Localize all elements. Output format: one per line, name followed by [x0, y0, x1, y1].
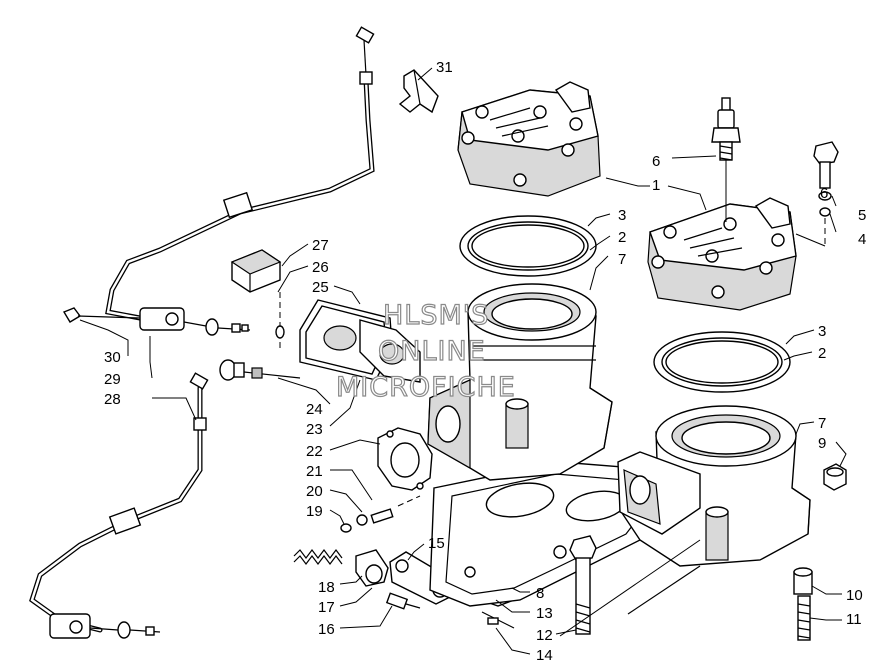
callout-20: 20 — [306, 483, 323, 500]
upper-throttle-cable — [105, 26, 375, 336]
cylinder-head-1-left — [457, 81, 601, 197]
callout-12: 12 — [536, 627, 553, 644]
spark-plug-6 — [711, 97, 741, 222]
cable-end-fitting — [355, 26, 375, 44]
bolt-24 — [219, 359, 301, 381]
callout-30: 30 — [104, 349, 121, 366]
leader-lines — [79, 67, 847, 655]
spacer-10 — [793, 567, 813, 595]
stud-11 — [797, 595, 811, 641]
callout-7-upper: 7 — [618, 251, 626, 268]
callout-28: 28 — [104, 391, 121, 408]
callout-6-spark-plug: 6 — [652, 153, 660, 170]
small-hardware-19-21 — [340, 495, 421, 533]
watermark: HLSM'S ONLINE MICROFICHE — [335, 299, 516, 403]
rubber-block-27 — [230, 249, 282, 293]
exhaust-port-left — [435, 405, 461, 443]
callout-labels: 31 6 1 6 5 4 3 2 7 27 26 25 3 2 30 29 28… — [104, 59, 866, 664]
callout-11: 11 — [846, 611, 862, 628]
exhaust-gasket-22 — [377, 427, 433, 491]
callout-4: 4 — [858, 231, 866, 248]
callout-17: 17 — [318, 599, 335, 616]
callout-27: 27 — [312, 237, 329, 254]
cylinder-head-1-right — [647, 197, 797, 311]
callout-2-lower: 2 — [818, 345, 826, 362]
cylinder-7-left — [427, 283, 613, 481]
cable-ferrule — [359, 71, 373, 85]
callout-14: 14 — [536, 647, 553, 664]
callout-2-upper: 2 — [618, 229, 626, 246]
callout-10: 10 — [846, 587, 863, 604]
lower-cable-end — [189, 372, 209, 390]
callout-21: 21 — [306, 463, 323, 480]
lower-throttle-cable — [29, 372, 209, 639]
callout-1: 1 — [652, 177, 660, 194]
watermark-line-3: MICROFICHE — [336, 372, 516, 403]
callout-5: 5 — [858, 207, 866, 224]
reed-valve-assembly — [275, 292, 421, 383]
callout-16: 16 — [318, 621, 335, 638]
callout-19: 19 — [306, 503, 323, 520]
callout-24: 24 — [306, 401, 323, 418]
flange-nut-9 — [823, 463, 847, 491]
cable-bolt-30 — [62, 307, 141, 323]
reed-pin — [275, 325, 285, 339]
callout-23: 23 — [306, 421, 323, 438]
callout-7-lower: 7 — [818, 415, 826, 432]
head-bolt-5 — [795, 141, 839, 247]
cable-clip-31 — [398, 69, 439, 114]
cable-adjuster — [222, 191, 254, 219]
callout-25: 25 — [312, 279, 329, 296]
cylinder-7-right — [617, 405, 811, 615]
callout-6-bolt: 6 — [820, 185, 828, 202]
callout-3-upper: 3 — [618, 207, 626, 224]
callout-3-lower: 3 — [818, 323, 826, 340]
washer-4 — [819, 207, 831, 217]
callout-13: 13 — [536, 605, 553, 622]
head-gasket-left — [459, 215, 597, 277]
reed-opening — [323, 325, 357, 351]
watermark-line-2: ONLINE — [378, 336, 486, 367]
callout-18: 18 — [318, 579, 335, 596]
callout-26: 26 — [312, 259, 329, 276]
watermark-line-1: HLSM'S — [383, 300, 489, 331]
lower-cable-adjuster — [108, 507, 142, 535]
callout-31: 31 — [436, 59, 453, 76]
callout-29: 29 — [104, 371, 121, 388]
callout-22: 22 — [306, 443, 323, 460]
cable-nut — [205, 318, 219, 336]
stud-bolt-12 — [569, 535, 597, 635]
callout-8: 8 — [536, 585, 544, 602]
head-gasket-right — [653, 331, 791, 393]
callout-15: 15 — [428, 535, 445, 552]
callout-9: 9 — [818, 435, 826, 452]
